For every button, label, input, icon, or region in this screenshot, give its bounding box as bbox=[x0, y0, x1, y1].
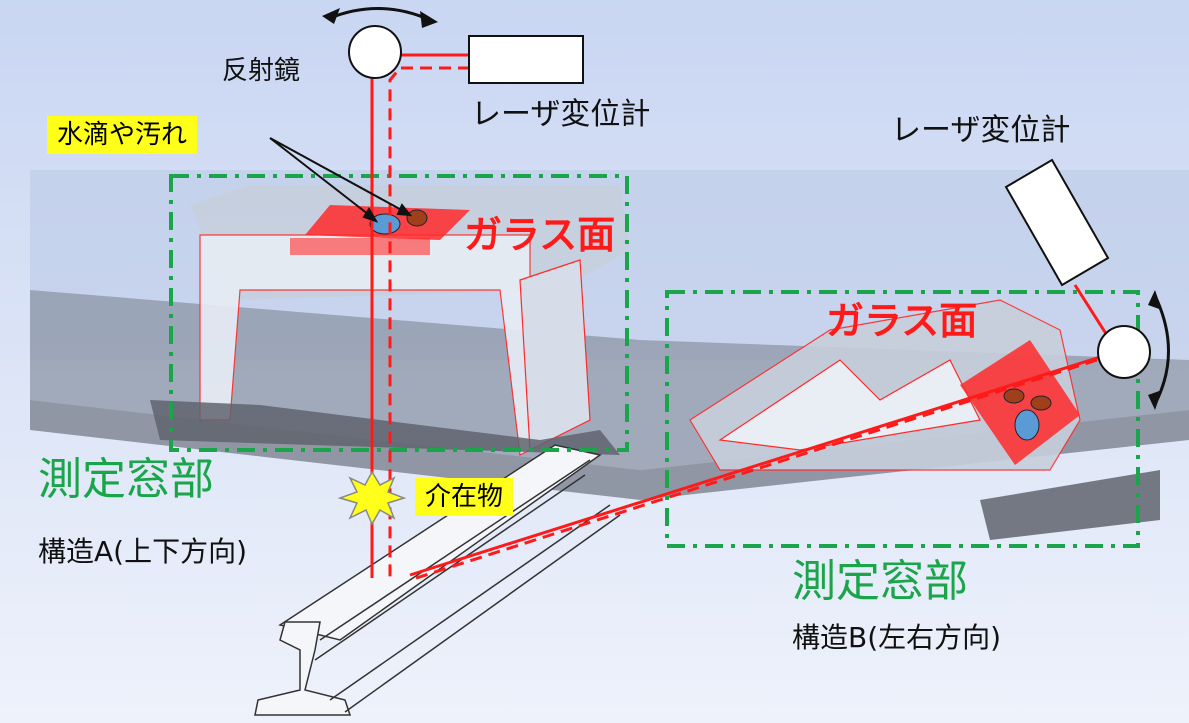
laser-meter-label-right: レーザ変位計 bbox=[891, 113, 1071, 148]
measurement-window-b-frame bbox=[665, 290, 1140, 548]
mirror-b bbox=[1097, 325, 1151, 379]
dirt-spot-a bbox=[406, 209, 428, 227]
water-droplet-b bbox=[1014, 409, 1040, 441]
window-a-title: 測定窓部 bbox=[38, 454, 214, 505]
structure-b-box bbox=[689, 299, 1160, 540]
water-dirt-callout: 水滴や汚れ bbox=[47, 116, 198, 154]
mirror-label: 反射鏡 bbox=[222, 56, 301, 86]
window-b-title: 測定窓部 bbox=[792, 556, 968, 607]
window-a-subtitle: 構造A(上下方向) bbox=[38, 535, 248, 568]
laser-displacement-meter-b bbox=[1004, 158, 1110, 287]
measurement-window-a-frame bbox=[169, 174, 629, 452]
glass-surface-label-a: ガラス面 bbox=[464, 213, 616, 257]
obstacle-callout: 介在物 bbox=[415, 478, 514, 516]
glass-surface-label-b: ガラス面 bbox=[826, 299, 978, 343]
obstacle-star-icon bbox=[337, 470, 407, 526]
window-b-subtitle: 構造B(左右方向) bbox=[792, 621, 1002, 654]
dirt-spot-b1 bbox=[1003, 388, 1025, 404]
dirt-spot-b2 bbox=[1030, 395, 1052, 411]
laser-displacement-meter-a bbox=[468, 35, 584, 84]
swing-arrow-a bbox=[322, 6, 438, 28]
laser-meter-label-top: レーザ変位計 bbox=[471, 97, 651, 132]
water-droplet-a bbox=[369, 213, 401, 235]
callout-pointer bbox=[269, 137, 413, 223]
swing-arrow-b bbox=[1148, 290, 1170, 410]
mirror-a bbox=[348, 25, 402, 79]
structure-a-box bbox=[150, 185, 630, 456]
